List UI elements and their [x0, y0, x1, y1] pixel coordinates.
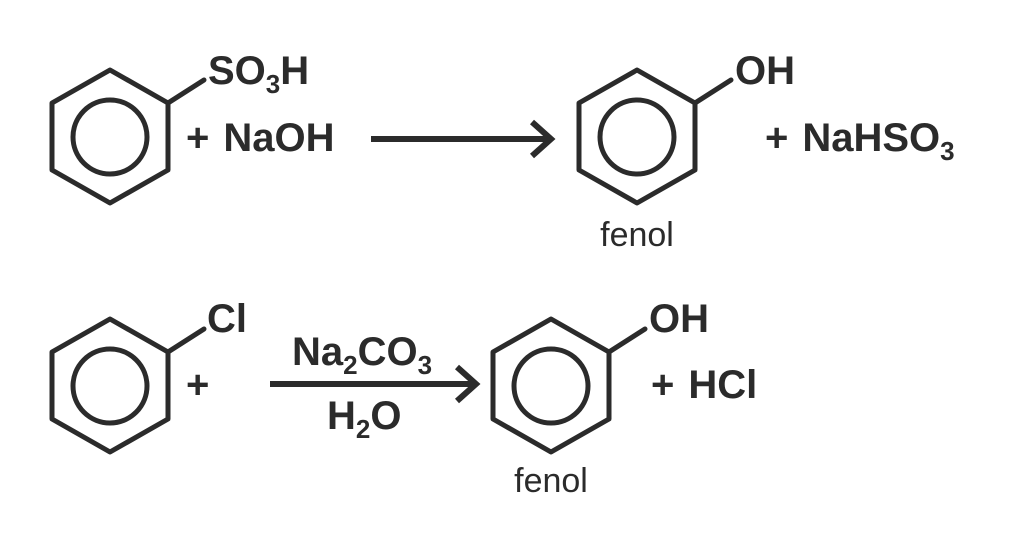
benzene-ring-phenol-1: [576, 67, 734, 206]
reaction-arrow-1: [371, 119, 556, 159]
plus-sign-2: +: [186, 363, 209, 407]
benzene-ring-phenol-2: [490, 316, 648, 455]
substituent-cl: Cl: [207, 297, 247, 341]
substituent-oh-2: OH: [649, 297, 709, 341]
product-label-fenol-2: fenol: [514, 462, 588, 500]
condition-na2co3: Na2CO3: [292, 330, 432, 380]
condition-h2o: H2O: [327, 394, 401, 444]
substituent-so3h: SO3H: [208, 49, 309, 99]
plus-naoh: +NaOH: [186, 116, 335, 160]
reaction-1: SO3H +NaOH OH fenol +NaHSO3: [49, 49, 955, 254]
reaction-2: Cl + Na2CO3 H2O OH fenol +HCl: [49, 297, 757, 500]
benzene-ring-reactant-2: [49, 316, 207, 455]
substituent-oh-1: OH: [735, 49, 795, 93]
substituent-bond-so3h: [165, 77, 207, 106]
byproduct-nahso3: +NaHSO3: [765, 116, 955, 166]
byproduct-hcl: +HCl: [651, 363, 757, 407]
reaction-arrow-2: [270, 364, 481, 404]
substituent-bond-oh-1: [692, 77, 734, 106]
product-label-fenol-1: fenol: [600, 216, 674, 254]
substituent-bond-cl: [165, 326, 207, 355]
substituent-bond-oh-2: [606, 326, 648, 355]
benzene-ring-reactant-1: [49, 67, 207, 206]
